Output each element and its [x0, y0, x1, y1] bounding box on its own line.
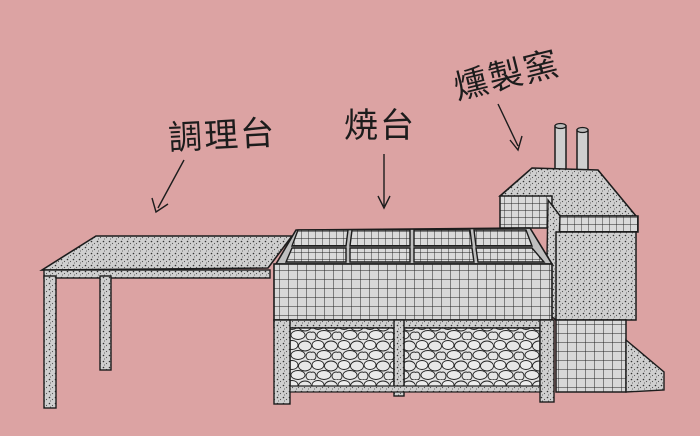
prep-table	[42, 236, 292, 408]
grill-front-grid	[274, 264, 552, 320]
arrow-grill-table	[378, 154, 390, 208]
prep-table-leg-front	[44, 276, 56, 408]
grill-plate	[286, 248, 346, 262]
stone-panel-right	[404, 328, 540, 388]
smoker-lower-grid	[556, 320, 626, 392]
grill-plate	[292, 230, 348, 246]
grill-plate	[474, 230, 532, 246]
arrow-prep-table	[152, 160, 184, 212]
prep-table-label: 調理台	[167, 105, 277, 160]
grill-base-rail	[290, 386, 540, 392]
grill-plate	[414, 248, 474, 262]
grill-table-label: 焼台	[344, 98, 416, 147]
grill-leg-right	[540, 320, 554, 402]
grill-table	[274, 228, 554, 404]
prep-table-front-edge	[44, 270, 270, 278]
smoker-band-front	[556, 216, 638, 232]
prep-table-leg-back	[100, 276, 111, 370]
grill-leg-left	[274, 320, 290, 404]
smoker-side-step	[626, 340, 664, 392]
grill-leg-middle	[394, 320, 404, 396]
grill-lower-rail	[274, 320, 552, 328]
grill-plate	[414, 230, 472, 246]
smoker-band-left	[500, 196, 552, 228]
grill-plate	[350, 230, 410, 246]
smoker-upper-body	[556, 232, 636, 320]
grill-plate	[476, 248, 544, 262]
grill-plate	[350, 248, 410, 262]
arrow-smoker	[498, 104, 522, 150]
prep-table-top	[42, 236, 292, 270]
stone-panel-left	[290, 328, 394, 388]
